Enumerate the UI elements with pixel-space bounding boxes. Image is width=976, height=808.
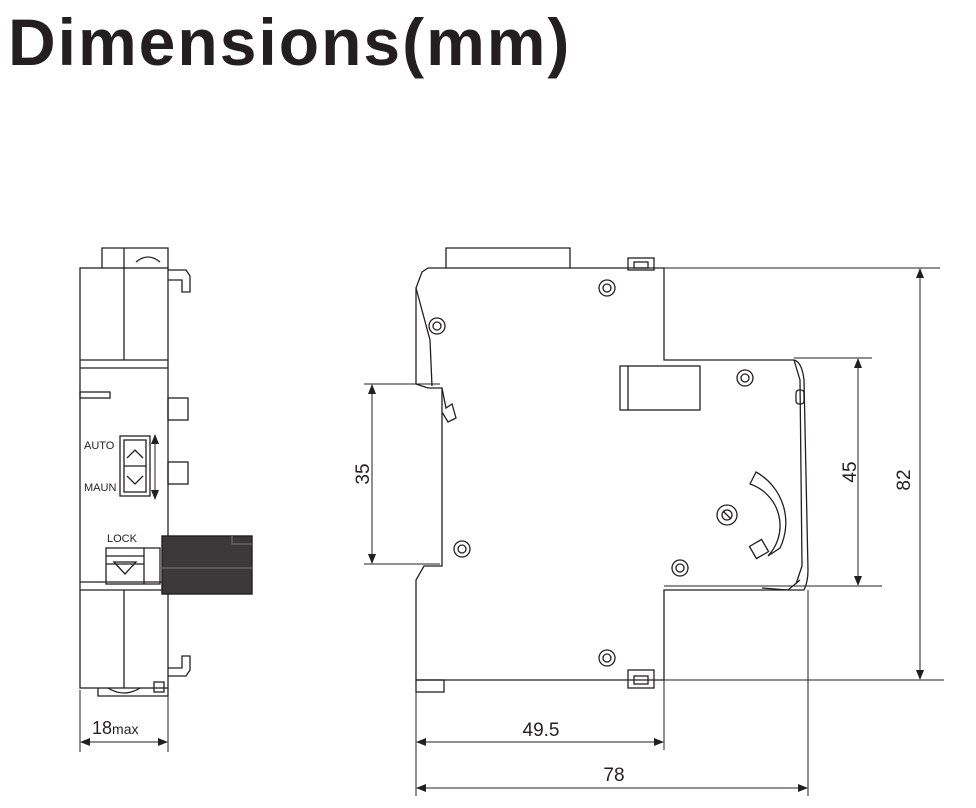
dim-78	[416, 590, 809, 796]
auto-label: AUTO	[84, 440, 115, 452]
dim-width-value: 18max	[92, 718, 138, 738]
page-title: Dimensions(mm)	[8, 5, 572, 79]
dim-49-5-value: 49.5	[523, 720, 560, 741]
manual-label: MAUN	[84, 482, 116, 494]
auto-manual-switch	[119, 434, 159, 500]
lock-slider	[105, 547, 161, 585]
front-view-body	[415, 247, 809, 693]
side-view-body	[79, 247, 191, 697]
dim-35-value: 35	[353, 463, 374, 484]
dim-45	[664, 357, 882, 587]
dim-35	[364, 383, 440, 565]
lock-label: LOCK	[107, 533, 138, 545]
dim-49-5	[415, 590, 665, 796]
side-view: AUTO MAUN LOCK 18max	[79, 247, 253, 752]
dim-width-18	[79, 690, 169, 752]
dim-82-value: 82	[894, 469, 915, 490]
accessory-block	[161, 535, 253, 595]
dim-82	[654, 267, 944, 681]
dim-45-value: 45	[840, 461, 861, 482]
front-view: 35 45 82 49.5	[353, 247, 944, 796]
dim-78-value: 78	[603, 765, 624, 786]
